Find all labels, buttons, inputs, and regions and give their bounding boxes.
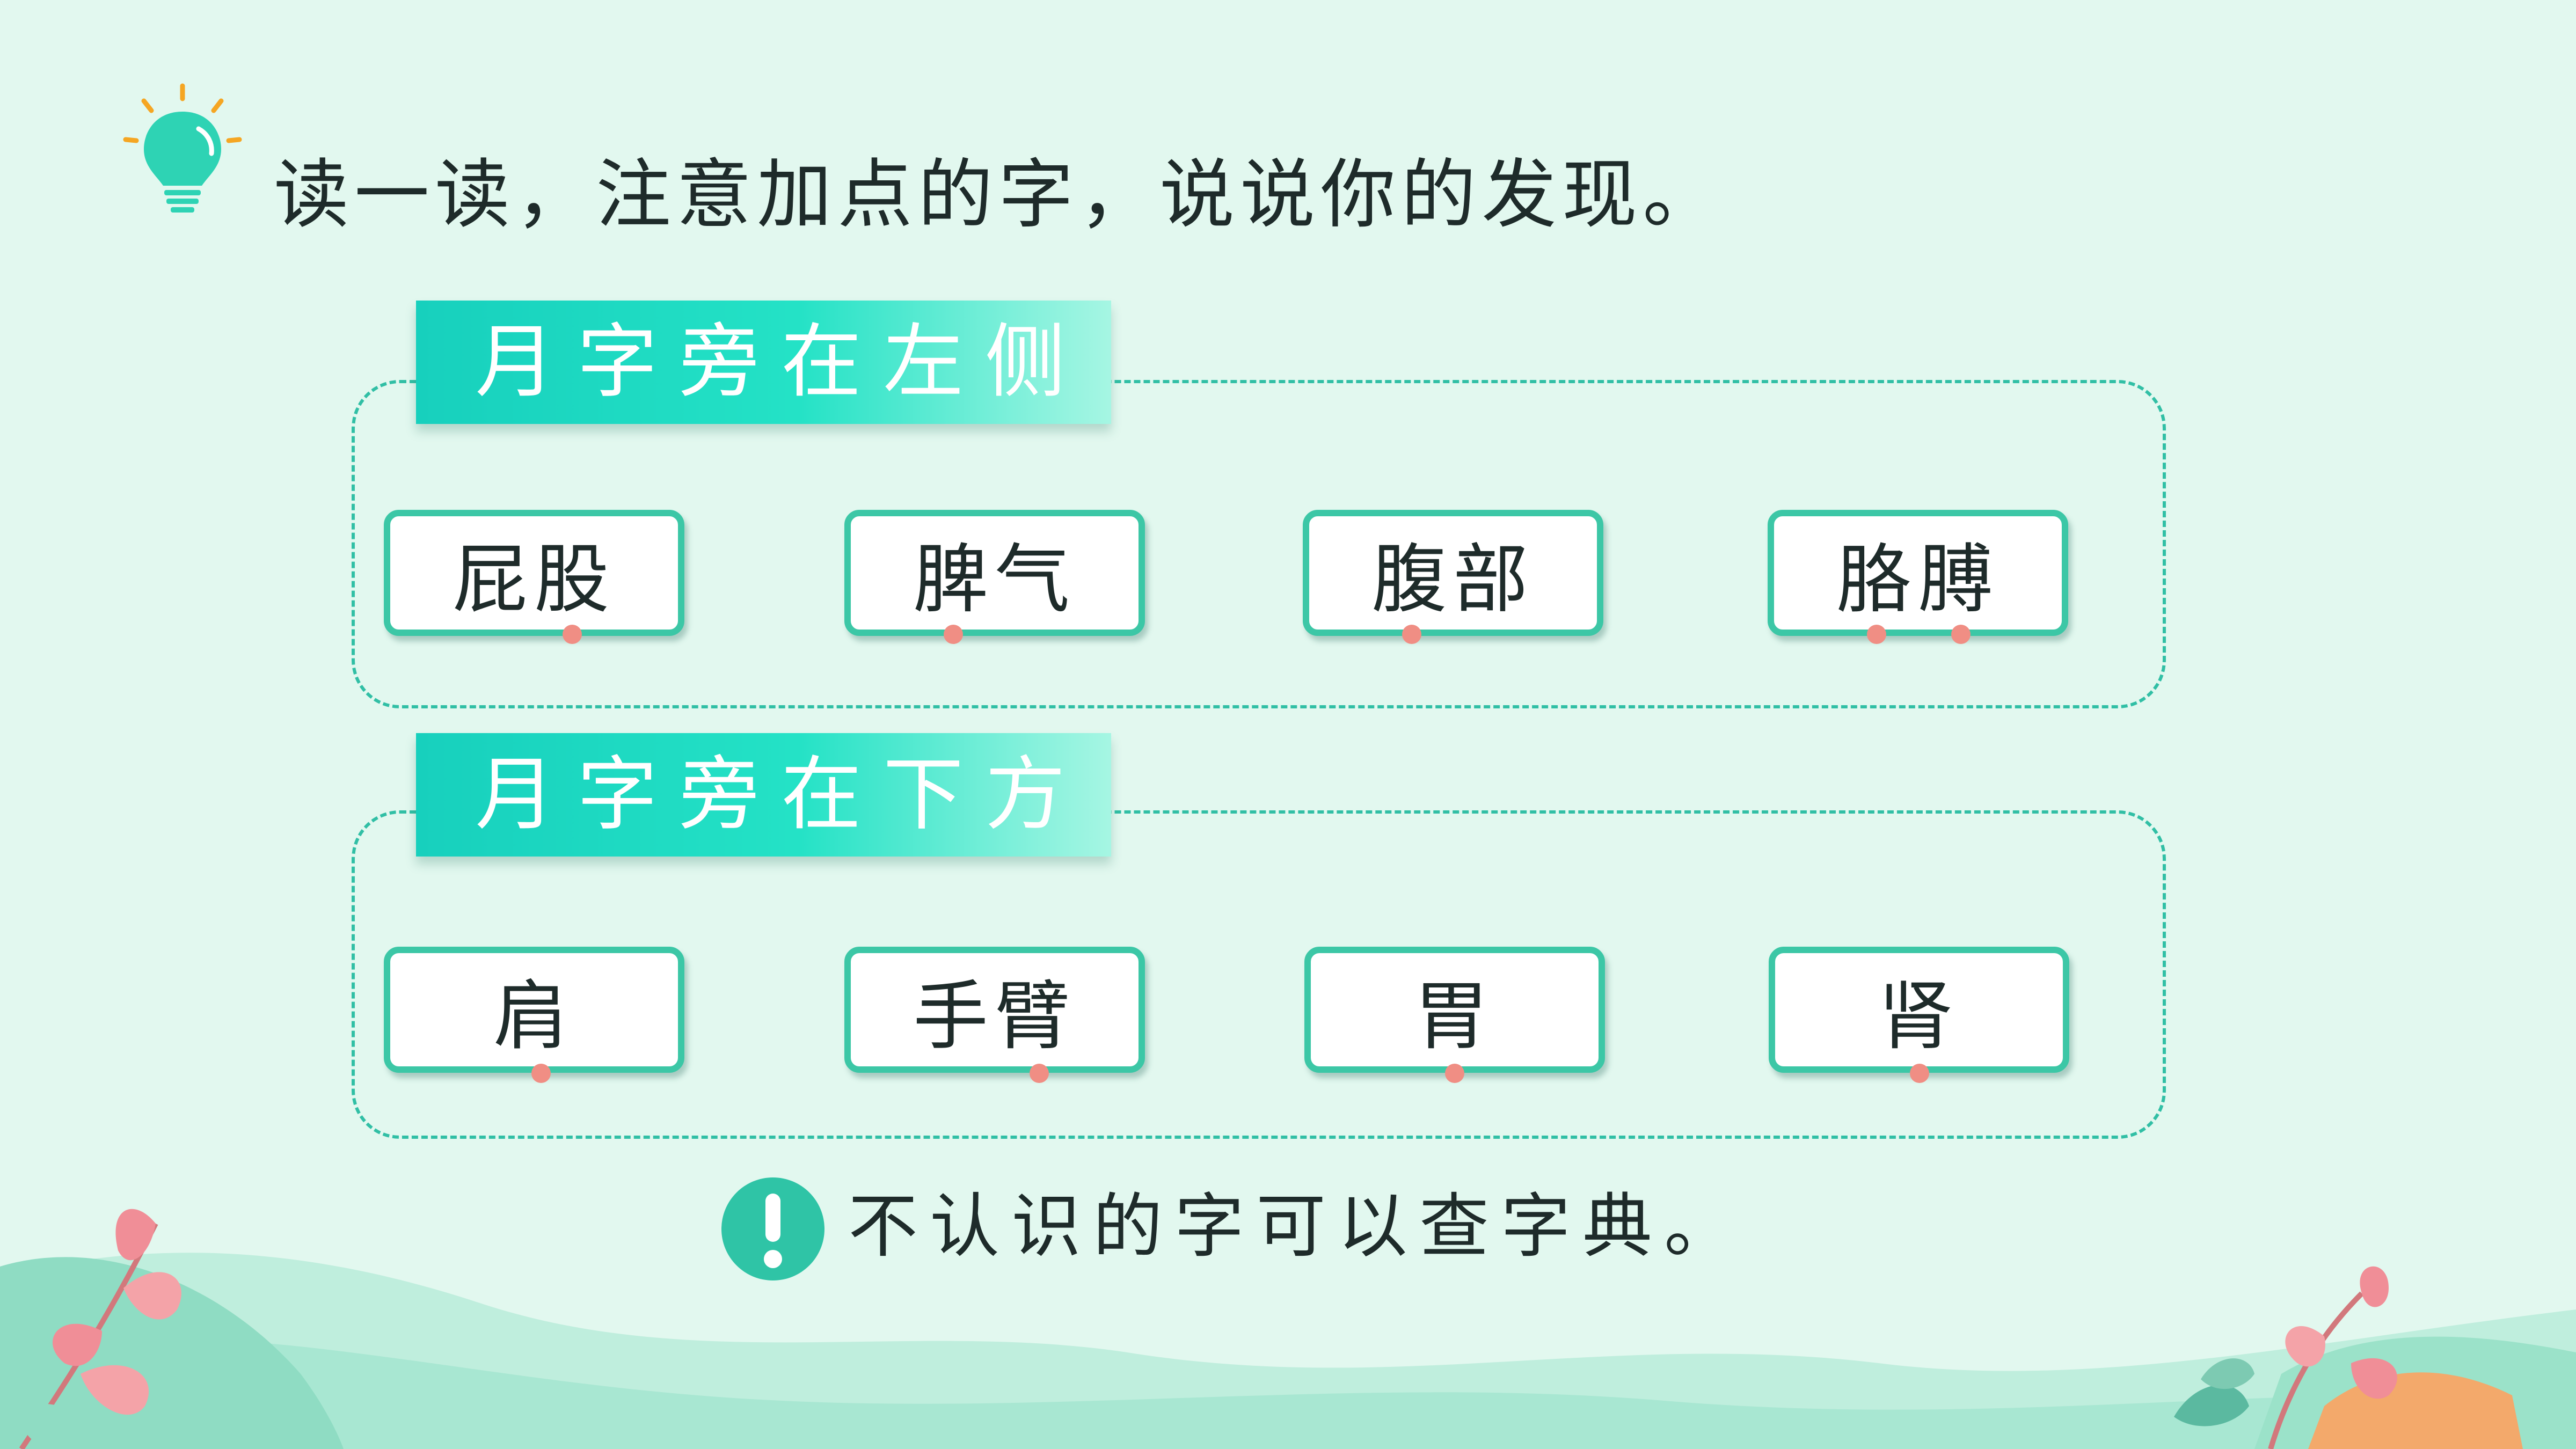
word-text: 肩 <box>493 972 575 1060</box>
word-text: 胳膊 <box>1836 536 1999 624</box>
emphasis-dot <box>563 625 582 644</box>
word-card: 肩 <box>384 947 684 1073</box>
emphasis-dot <box>944 625 963 644</box>
group-label-bottom: 月字旁在下方 <box>416 733 1111 857</box>
emphasis-dot <box>1445 1064 1464 1083</box>
word-card: 胳膊 <box>1768 510 2068 636</box>
word-text: 屁股 <box>452 536 616 624</box>
leaf-plant-illustration <box>19 1209 181 1449</box>
word-card: 脾气 <box>844 510 1145 636</box>
tip-text: 不认识的字可以查字典。 <box>848 1185 1746 1267</box>
emphasis-dot <box>1867 625 1886 644</box>
exclamation-icon <box>721 1177 824 1280</box>
word-text: 手臂 <box>913 972 1076 1060</box>
emphasis-dot <box>1951 625 1971 644</box>
instruction-text: 读一读，注意加点的字，说说你的发现。 <box>274 151 1724 239</box>
word-card: 肾 <box>1769 947 2069 1073</box>
group-box-bottom <box>352 810 2166 1139</box>
group-label-left-side: 月字旁在左侧 <box>416 301 1111 424</box>
group-box-left-side <box>352 380 2166 708</box>
word-card: 手臂 <box>844 947 1145 1073</box>
lightbulb-icon <box>123 83 242 213</box>
word-text: 腹部 <box>1371 536 1535 624</box>
word-text: 胃 <box>1413 972 1495 1060</box>
emphasis-dot <box>1402 625 1421 644</box>
word-card: 腹部 <box>1303 510 1603 636</box>
emphasis-dot <box>531 1064 551 1083</box>
word-text: 肾 <box>1878 972 1960 1060</box>
emphasis-dot <box>1030 1064 1049 1083</box>
word-card: 屁股 <box>384 510 684 636</box>
leaf-plant-illustration <box>2174 1266 2397 1449</box>
word-text: 脾气 <box>913 536 1076 624</box>
word-card: 胃 <box>1304 947 1605 1073</box>
emphasis-dot <box>1910 1064 1929 1083</box>
